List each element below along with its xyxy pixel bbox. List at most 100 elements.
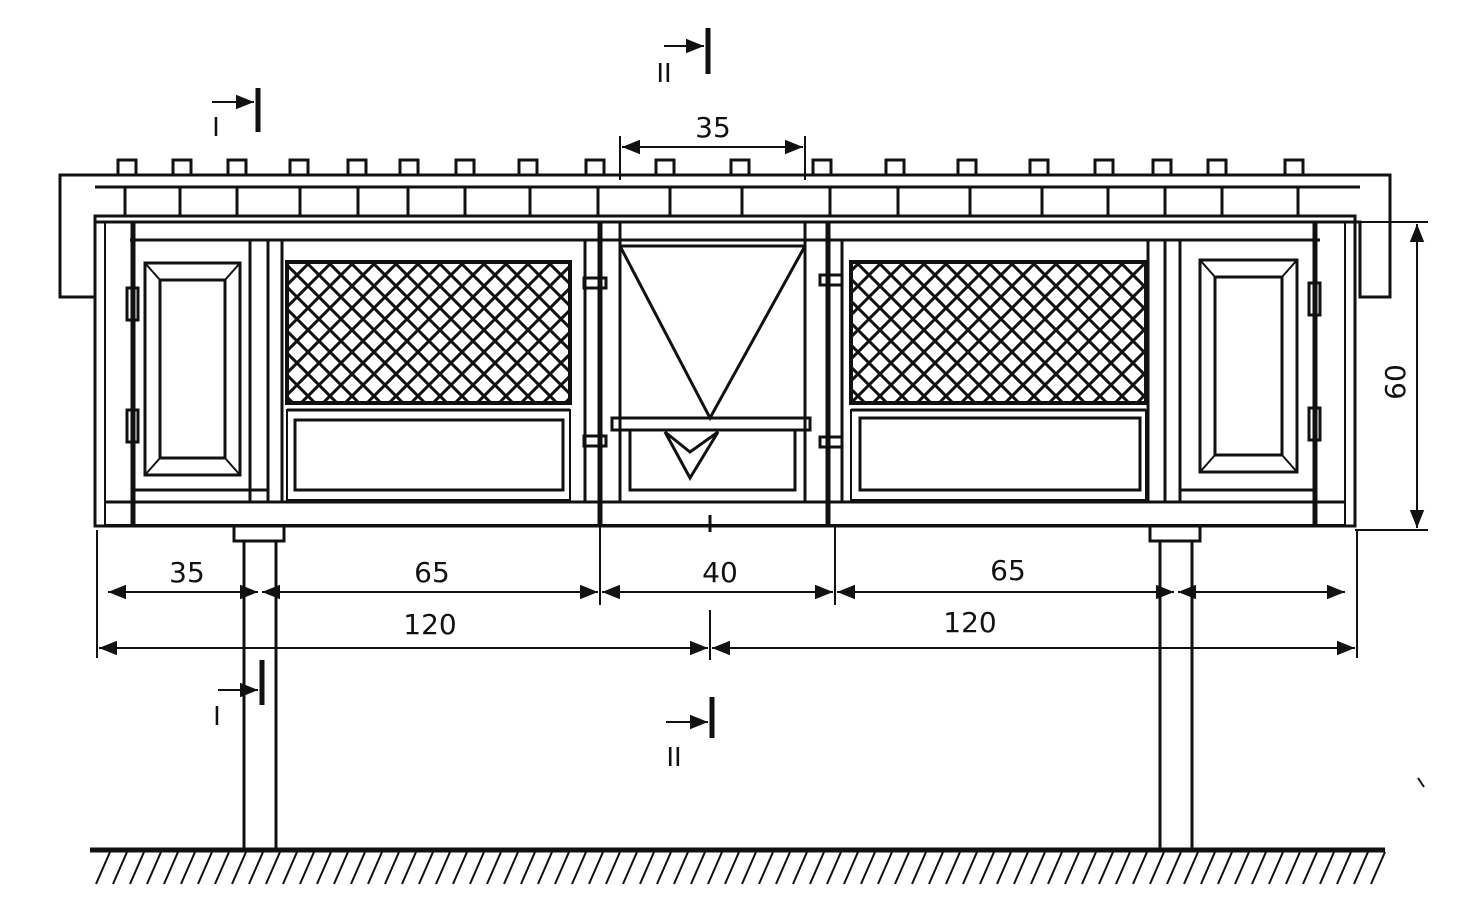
left-drawer-frame	[286, 409, 571, 501]
ground-hatch-line	[146, 851, 162, 885]
ground-hatch-line	[996, 851, 1012, 885]
ground-hatch-line	[1268, 851, 1284, 885]
nest-right-door-outer	[1198, 258, 1299, 474]
ground-hatch-line	[775, 851, 791, 885]
feeder-frame	[618, 220, 807, 504]
nest-left-bevel-d	[224, 457, 241, 476]
ground-hatch-line	[418, 851, 434, 885]
ground-hatch-line	[1234, 851, 1250, 885]
ground-hatch-line	[673, 851, 689, 885]
ground-hatch-line	[860, 851, 876, 885]
roof-tab	[884, 158, 906, 177]
right-nest-compartment	[1146, 240, 1322, 502]
roof-slats	[95, 185, 1360, 216]
right-mesh-compartment	[849, 260, 1148, 501]
ground-hatch-line	[95, 851, 111, 885]
section-2-top-label: II	[656, 59, 671, 89]
ground-hatch-line	[724, 851, 740, 885]
ground-hatch-line	[826, 851, 842, 885]
ground-hatch-line	[809, 851, 825, 885]
ground-hatch-line	[962, 851, 978, 885]
dim-center-feeder-label: 40	[702, 556, 738, 589]
ground-hatch-line	[231, 851, 247, 885]
ground-hatch-line	[1353, 851, 1369, 885]
ground-hatch-line	[452, 851, 468, 885]
ground-hatch-line	[656, 851, 672, 885]
roof-tab	[654, 158, 676, 177]
right-drawer-frame	[850, 409, 1147, 501]
hinge-right-upper	[1307, 281, 1322, 317]
ground-hatch-line	[129, 851, 145, 885]
dim-feeder-top-label: 35	[695, 111, 731, 144]
section-2-bottom-label: II	[666, 743, 681, 773]
nest-right-door-inner	[1213, 275, 1284, 457]
feeder-tray-bar	[610, 416, 812, 432]
ground-hatch-line	[605, 851, 621, 885]
ground-hatch-line	[1098, 851, 1114, 885]
roof-tab	[517, 158, 539, 177]
latch-right-upper	[818, 273, 844, 287]
nest-left-bevel-c	[144, 457, 161, 476]
nest-left-bevel-a	[144, 262, 161, 281]
left-drawer	[293, 418, 565, 492]
ground-hatch-line	[163, 851, 179, 885]
ground-hatch-line	[214, 851, 230, 885]
left-mesh-compartment	[285, 260, 572, 501]
ground-hatch-line	[979, 851, 995, 885]
ground-hatch-line	[911, 851, 927, 885]
ground-hatch-line	[1336, 851, 1352, 885]
roof-tab	[1093, 158, 1115, 177]
ground-hatch-line	[622, 851, 638, 885]
center-feeder	[582, 220, 844, 532]
hinge-right-lower	[1307, 406, 1322, 442]
leg-right-cap	[1148, 524, 1202, 543]
roof-tab	[171, 158, 193, 177]
latch-right-lower	[818, 435, 844, 449]
ground-hatch-line	[1013, 851, 1029, 885]
ground-hatch-line	[520, 851, 536, 885]
ground-hatch-line	[1081, 851, 1097, 885]
roof-tab	[1151, 158, 1173, 177]
dim-left-mesh-label: 65	[414, 556, 450, 589]
roof-tab	[454, 158, 476, 177]
roof-tab	[1283, 158, 1305, 177]
ground-hatch-line	[1166, 851, 1182, 885]
latch-left-upper	[582, 276, 608, 290]
dim-right-mesh-label: 65	[990, 554, 1026, 587]
ground-hatch	[95, 851, 1386, 885]
nest-right-bevel-c	[1199, 454, 1216, 473]
ground	[90, 847, 1386, 885]
ground-hatch-line	[894, 851, 910, 885]
ground-hatch-line	[928, 851, 944, 885]
ground-hatch-line	[282, 851, 298, 885]
nest-left-bevel-b	[224, 262, 241, 281]
ground-hatch-line	[792, 851, 808, 885]
ground-hatch-line	[503, 851, 519, 885]
ground-hatch-line	[180, 851, 196, 885]
ground-hatch-line	[554, 851, 570, 885]
dim-height-label: 60	[1379, 364, 1412, 400]
nest-left-door-outer	[143, 261, 242, 477]
roof-tab	[226, 158, 248, 177]
ground-hatch-line	[367, 851, 383, 885]
ground-hatch-line	[316, 851, 332, 885]
roof-tab	[811, 158, 833, 177]
nest-right-bevel-d	[1281, 454, 1298, 473]
stray-mark	[1417, 777, 1425, 788]
ground-hatch-line	[1251, 851, 1267, 885]
ground-hatch-line	[299, 851, 315, 885]
ground-hatch-line	[741, 851, 757, 885]
ground-hatch-line	[1319, 851, 1335, 885]
ground-hatch-line	[1030, 851, 1046, 885]
roof-tabs	[116, 158, 1305, 177]
ground-hatch-line	[248, 851, 264, 885]
right-drawer	[858, 416, 1142, 492]
roof-board	[58, 173, 1392, 299]
ground-hatch-line	[1149, 851, 1165, 885]
ground-hatch-line	[843, 851, 859, 885]
right-mesh	[849, 260, 1148, 405]
hinge-left-upper	[125, 286, 140, 322]
nest-right-bevel-b	[1281, 259, 1298, 278]
dimensions: 35 35 65 40 65 120 120 60	[96, 111, 1428, 660]
